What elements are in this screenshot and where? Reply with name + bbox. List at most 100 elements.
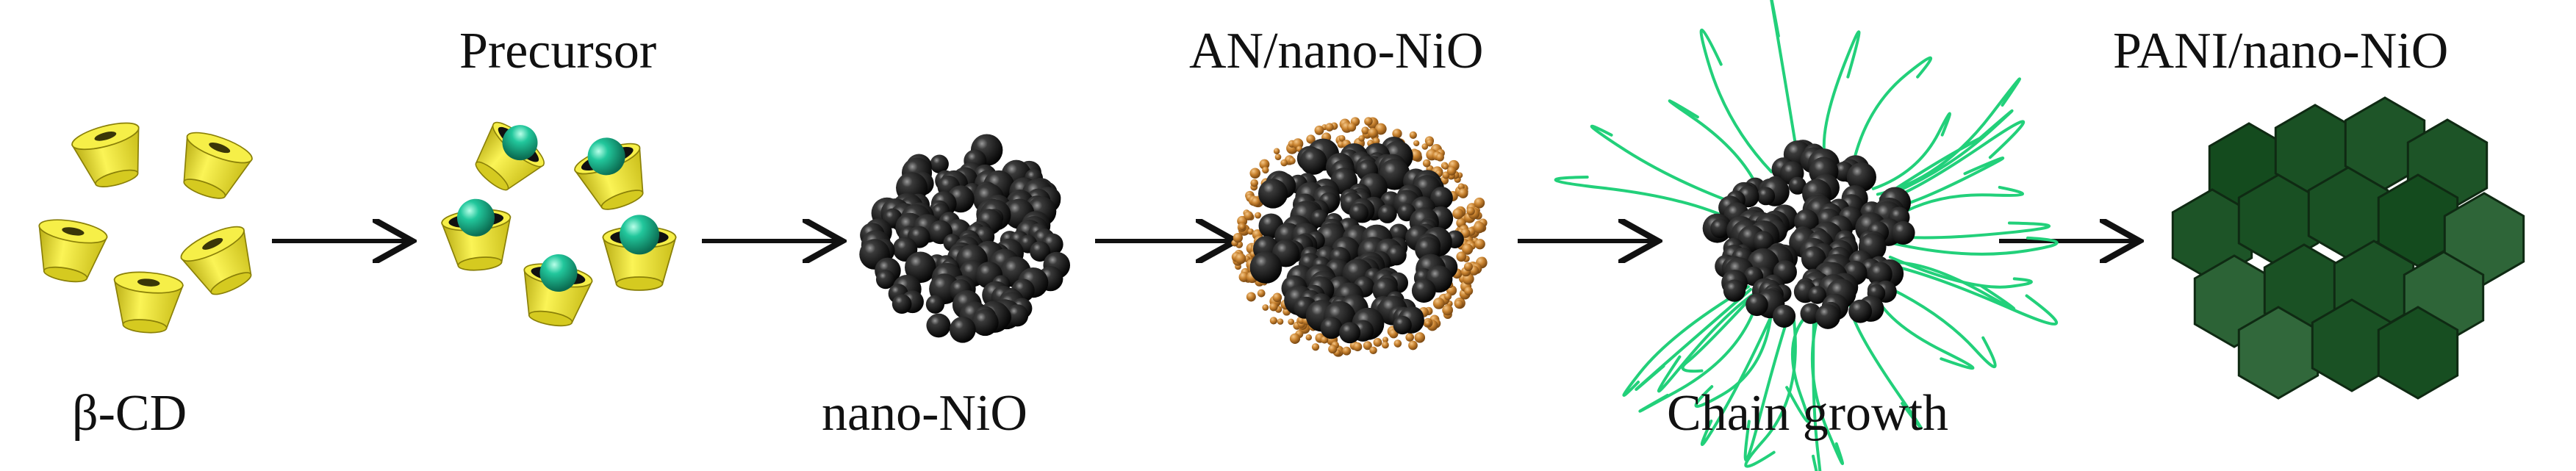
aniline-monomer xyxy=(1247,228,1254,235)
nio-sphere xyxy=(1379,159,1410,190)
aniline-monomer xyxy=(1410,149,1422,162)
aniline-monomer xyxy=(1382,337,1389,343)
nio-sphere xyxy=(1339,322,1361,344)
aniline-monomer xyxy=(1392,129,1402,139)
aniline-monomer xyxy=(1238,223,1246,231)
cone xyxy=(38,219,108,283)
aniline-monomer xyxy=(1306,134,1316,144)
nio-sphere xyxy=(1320,317,1343,339)
aniline-monomer xyxy=(1409,131,1417,140)
aniline-monomer xyxy=(1435,153,1444,162)
pani-chain xyxy=(1822,30,1861,165)
cone xyxy=(523,254,593,327)
cone-base xyxy=(183,179,226,199)
cone-cavity xyxy=(94,132,117,141)
label-pani-nano-nio: PANI/nano-NiO xyxy=(2113,23,2449,79)
aniline-monomer xyxy=(1421,143,1429,150)
nio-sphere xyxy=(1299,148,1327,175)
aniline-monomer xyxy=(1277,318,1284,325)
pani-grain xyxy=(2377,306,2459,400)
nio-sphere xyxy=(1723,279,1746,302)
nio-sphere xyxy=(972,309,999,337)
aniline-monomer xyxy=(1272,292,1282,303)
pani-chain xyxy=(1871,112,1951,190)
aniline-monomer xyxy=(1328,345,1338,354)
aniline-monomer xyxy=(1363,341,1372,350)
aniline-monomer xyxy=(1244,211,1254,220)
aniline-monomer xyxy=(1368,128,1378,138)
pani-chain xyxy=(1744,312,1797,468)
aniline-monomer xyxy=(1305,334,1313,341)
ni-ion xyxy=(539,254,578,292)
aniline-monomer xyxy=(1454,299,1464,309)
nio-sphere xyxy=(1808,286,1826,304)
pani-chain xyxy=(1657,292,1757,393)
aniline-monomer xyxy=(1458,188,1468,198)
nio-sphere xyxy=(1385,245,1407,266)
label-an-nano-nio: AN/nano-NiO xyxy=(1189,23,1484,79)
nio-sphere xyxy=(891,294,912,314)
nio-sphere xyxy=(1772,304,1796,328)
nio-sphere xyxy=(1846,162,1876,193)
nio-sphere xyxy=(1815,303,1841,329)
nio-sphere xyxy=(1030,241,1051,262)
aniline-monomer xyxy=(1269,302,1278,312)
cone-base xyxy=(475,161,509,191)
pani-chain xyxy=(1879,109,2014,200)
pani-chain xyxy=(1848,305,1923,430)
aniline-monomer xyxy=(1262,304,1269,311)
aniline-monomer xyxy=(1259,159,1270,170)
aniline-monomer xyxy=(1274,154,1282,160)
nio-sphere xyxy=(1411,278,1436,303)
pani-nano-nio-cluster-icon xyxy=(2171,96,2525,400)
beta-cd-cones-icon xyxy=(38,122,254,334)
cone xyxy=(113,271,184,334)
ni-ion xyxy=(587,137,625,176)
nio-sphere xyxy=(1746,293,1768,317)
pani-chain xyxy=(1635,287,1753,391)
aniline-monomer xyxy=(1289,333,1301,344)
aniline-monomer xyxy=(1457,183,1465,190)
aniline-monomer xyxy=(1473,221,1485,234)
pani-chain xyxy=(1700,306,1777,446)
cone-cavity xyxy=(137,278,160,287)
nio-sphere xyxy=(905,251,936,284)
cone-base xyxy=(600,190,644,210)
nio-sphere xyxy=(1430,187,1453,209)
aniline-monomer xyxy=(1269,317,1278,325)
pani-chain xyxy=(1886,263,2059,326)
aniline-monomer xyxy=(1250,179,1259,187)
aniline-monomer xyxy=(1408,340,1418,350)
aniline-monomer xyxy=(1474,238,1485,250)
aniline-monomer xyxy=(1233,232,1243,243)
pani-chain xyxy=(1876,281,1997,368)
aniline-monomer xyxy=(1462,243,1474,255)
aniline-monomer xyxy=(1288,157,1296,165)
aniline-monomer xyxy=(1251,197,1261,207)
aniline-monomer xyxy=(1246,292,1256,302)
aniline-monomer xyxy=(1358,135,1365,142)
aniline-monomer xyxy=(1413,140,1420,147)
aniline-monomer xyxy=(1422,159,1431,168)
aniline-monomer xyxy=(1442,163,1449,170)
nano-nio-cluster-icon xyxy=(859,134,1071,343)
pani-chain xyxy=(1887,261,2016,311)
nio-sphere xyxy=(1349,203,1369,223)
aniline-monomer xyxy=(1311,343,1320,351)
aniline-monomer xyxy=(1442,304,1454,316)
nio-sphere xyxy=(926,313,951,338)
aniline-monomer xyxy=(1235,253,1246,265)
aniline-monomer xyxy=(1255,212,1262,219)
aniline-monomer xyxy=(1325,123,1334,132)
nio-sphere xyxy=(925,295,945,314)
pani-chain xyxy=(1888,185,2024,222)
aniline-monomer xyxy=(1405,333,1415,342)
aniline-monomer xyxy=(1314,125,1324,135)
label-beta-cd: β-CD xyxy=(72,385,187,442)
aniline-monomer xyxy=(1262,166,1269,174)
nio-sphere xyxy=(1005,304,1029,327)
cone-base xyxy=(122,319,168,334)
pani-chain xyxy=(1694,304,1773,408)
aniline-monomer xyxy=(1426,139,1434,147)
